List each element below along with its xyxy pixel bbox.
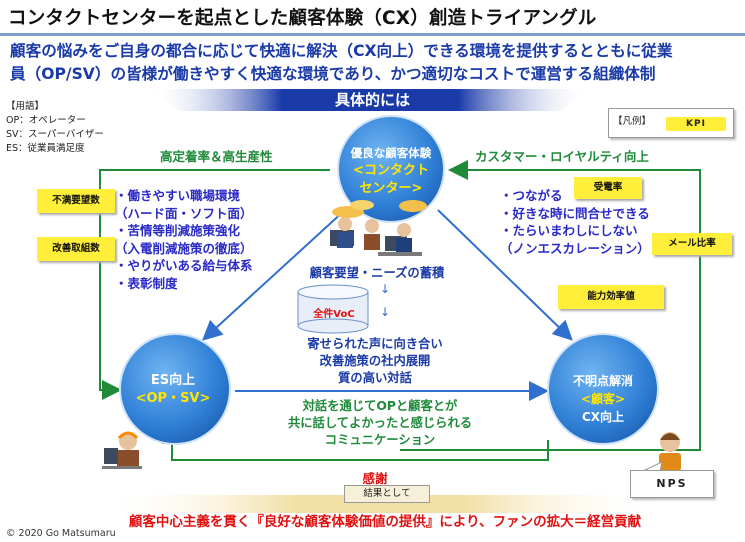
glossary-heading: 【用語】 — [6, 101, 45, 112]
operator-es-illustration — [102, 431, 142, 469]
node-cx-line-1: 不明点解消 — [572, 374, 633, 388]
list-item: （ノンエスカレーション） — [500, 240, 650, 256]
node-es-line-2: <OP・SV> — [135, 391, 211, 406]
bottom-band — [100, 495, 660, 513]
intro-line-2: 員（OP/SV）の皆様が働きやすく快適な環境であり、かつ適切なコストで運営する組… — [10, 65, 656, 83]
voice-line: 寄せられた声に向き合い — [307, 337, 443, 351]
node-cx-circle — [547, 333, 659, 445]
node-es: ES向上 <OP・SV> — [118, 372, 228, 408]
node-contact-center: 優良な顧客体験 <コンタクト センター> — [336, 144, 446, 198]
operators-illustration — [330, 200, 427, 256]
customer-illustration — [659, 432, 681, 471]
legend-kpi-swatch: KPI — [666, 117, 726, 131]
node-cx: 不明点解消 <顧客> CX向上 — [548, 372, 658, 426]
down-arrow-icon: ↓ — [380, 305, 391, 319]
legend-label: 【凡例】 — [613, 116, 652, 127]
voice-line: 改善施策の社内展開 — [319, 354, 431, 368]
heading-left: 高定着率＆高生産性 — [160, 149, 273, 164]
employee-measures-list: ・働きやすい職場環境 （ハード面・ソフト面） ・苦情等削減施策強化 （入電削減施… — [115, 187, 253, 292]
customer-measures-list: ・つながる ・好きな時に問合せできる ・たらいまわしにしない （ノンエスカレーシ… — [500, 187, 650, 257]
kpi-badge-answer-rate: 受電率 — [574, 177, 642, 199]
dialogue-line: コミュニケーション — [324, 433, 436, 447]
title-divider — [0, 33, 745, 36]
voice-response-text: 寄せられた声に向き合い 改善施策の社内展開 質の高い対話 — [270, 336, 480, 387]
node-es-circle — [119, 333, 231, 445]
banner-band — [150, 89, 590, 111]
node-cc-line-2: <コンタクト — [353, 163, 429, 178]
down-arrow-icon: ↓ — [380, 282, 391, 296]
result-box: 結果として — [344, 485, 430, 503]
list-item: ・好きな時に問合せできる — [500, 205, 650, 221]
list-item: ・苦情等削減施策強化 — [115, 223, 241, 238]
node-cc-circle — [337, 115, 445, 223]
copyright: © 2020 Go Matsumaru — [6, 528, 116, 539]
list-item: ・表彰制度 — [115, 275, 178, 291]
glossary-item: SV：スーパーバイザー — [6, 129, 104, 140]
voc-cylinder — [297, 284, 369, 334]
dialogue-text: 対話を通じてOPと顧客とが 共に話してよかったと感じられる コミュニケーション — [260, 398, 500, 449]
intro-line-1: 顧客の悩みをご自身の都合に応じて快適に解決（CX向上）できる環境を提供するととも… — [10, 42, 673, 60]
dialogue-line: 共に話してよかったと感じられる — [287, 416, 473, 430]
conclusion-text: 顧客中心主義を貫く『良好な顧客体験価値の提供』により、ファンの拡大＝経営貢献 — [128, 514, 642, 530]
thanks-label: 感謝 — [362, 471, 388, 486]
nps-callout: NPS — [630, 470, 714, 498]
node-cc-line-3: センター> — [359, 181, 423, 196]
list-item: ・つながる — [500, 188, 563, 203]
list-item: ・たらいまわしにしない — [500, 223, 638, 238]
list-item: （ハード面・ソフト面） — [115, 205, 253, 221]
inner-arrows — [202, 209, 573, 401]
node-es-line-1: ES向上 — [150, 373, 196, 388]
dialogue-line: 対話を通じてOPと顧客とが — [302, 399, 458, 413]
list-item: ・働きやすい職場環境 — [115, 188, 241, 203]
kpi-badge-efficiency: 能力効率値 — [558, 285, 664, 309]
heading-right: カスタマー・ロイヤルティ向上 — [475, 149, 649, 164]
intro-text: 顧客の悩みをご自身の都合に応じて快適に解決（CX向上）できる環境を提供するととも… — [10, 40, 740, 86]
list-item: ・やりがいある給与体系 — [115, 258, 253, 273]
node-cx-line-2: <顧客> — [580, 392, 626, 406]
needs-accumulation-label: 顧客要望・ニーズの蓄積 — [309, 266, 445, 280]
voice-line: 質の高い対話 — [338, 371, 412, 385]
glossary-item: ES：従業員満足度 — [6, 143, 85, 154]
glossary: 【用語】 OP：オペレーター SV：スーパーバイザー ES：従業員満足度 — [6, 100, 104, 156]
page-title: コンタクトセンターを起点とした顧客体験（CX）創造トライアングル — [8, 8, 597, 29]
kpi-badge-complaints: 不満要望数 — [37, 189, 115, 213]
node-cx-line-3: CX向上 — [581, 410, 625, 424]
banner-label: 具体的には — [334, 91, 410, 109]
glossary-item: OP：オペレーター — [6, 115, 86, 126]
kpi-badge-mail-ratio: メール比率 — [652, 233, 732, 255]
kpi-badge-improvements: 改善取組数 — [37, 237, 115, 261]
node-cc-line-1: 優良な顧客体験 — [350, 146, 432, 160]
voc-label: 全件VoC — [313, 309, 355, 320]
list-item: （入電削減施策の徹底） — [115, 240, 253, 256]
